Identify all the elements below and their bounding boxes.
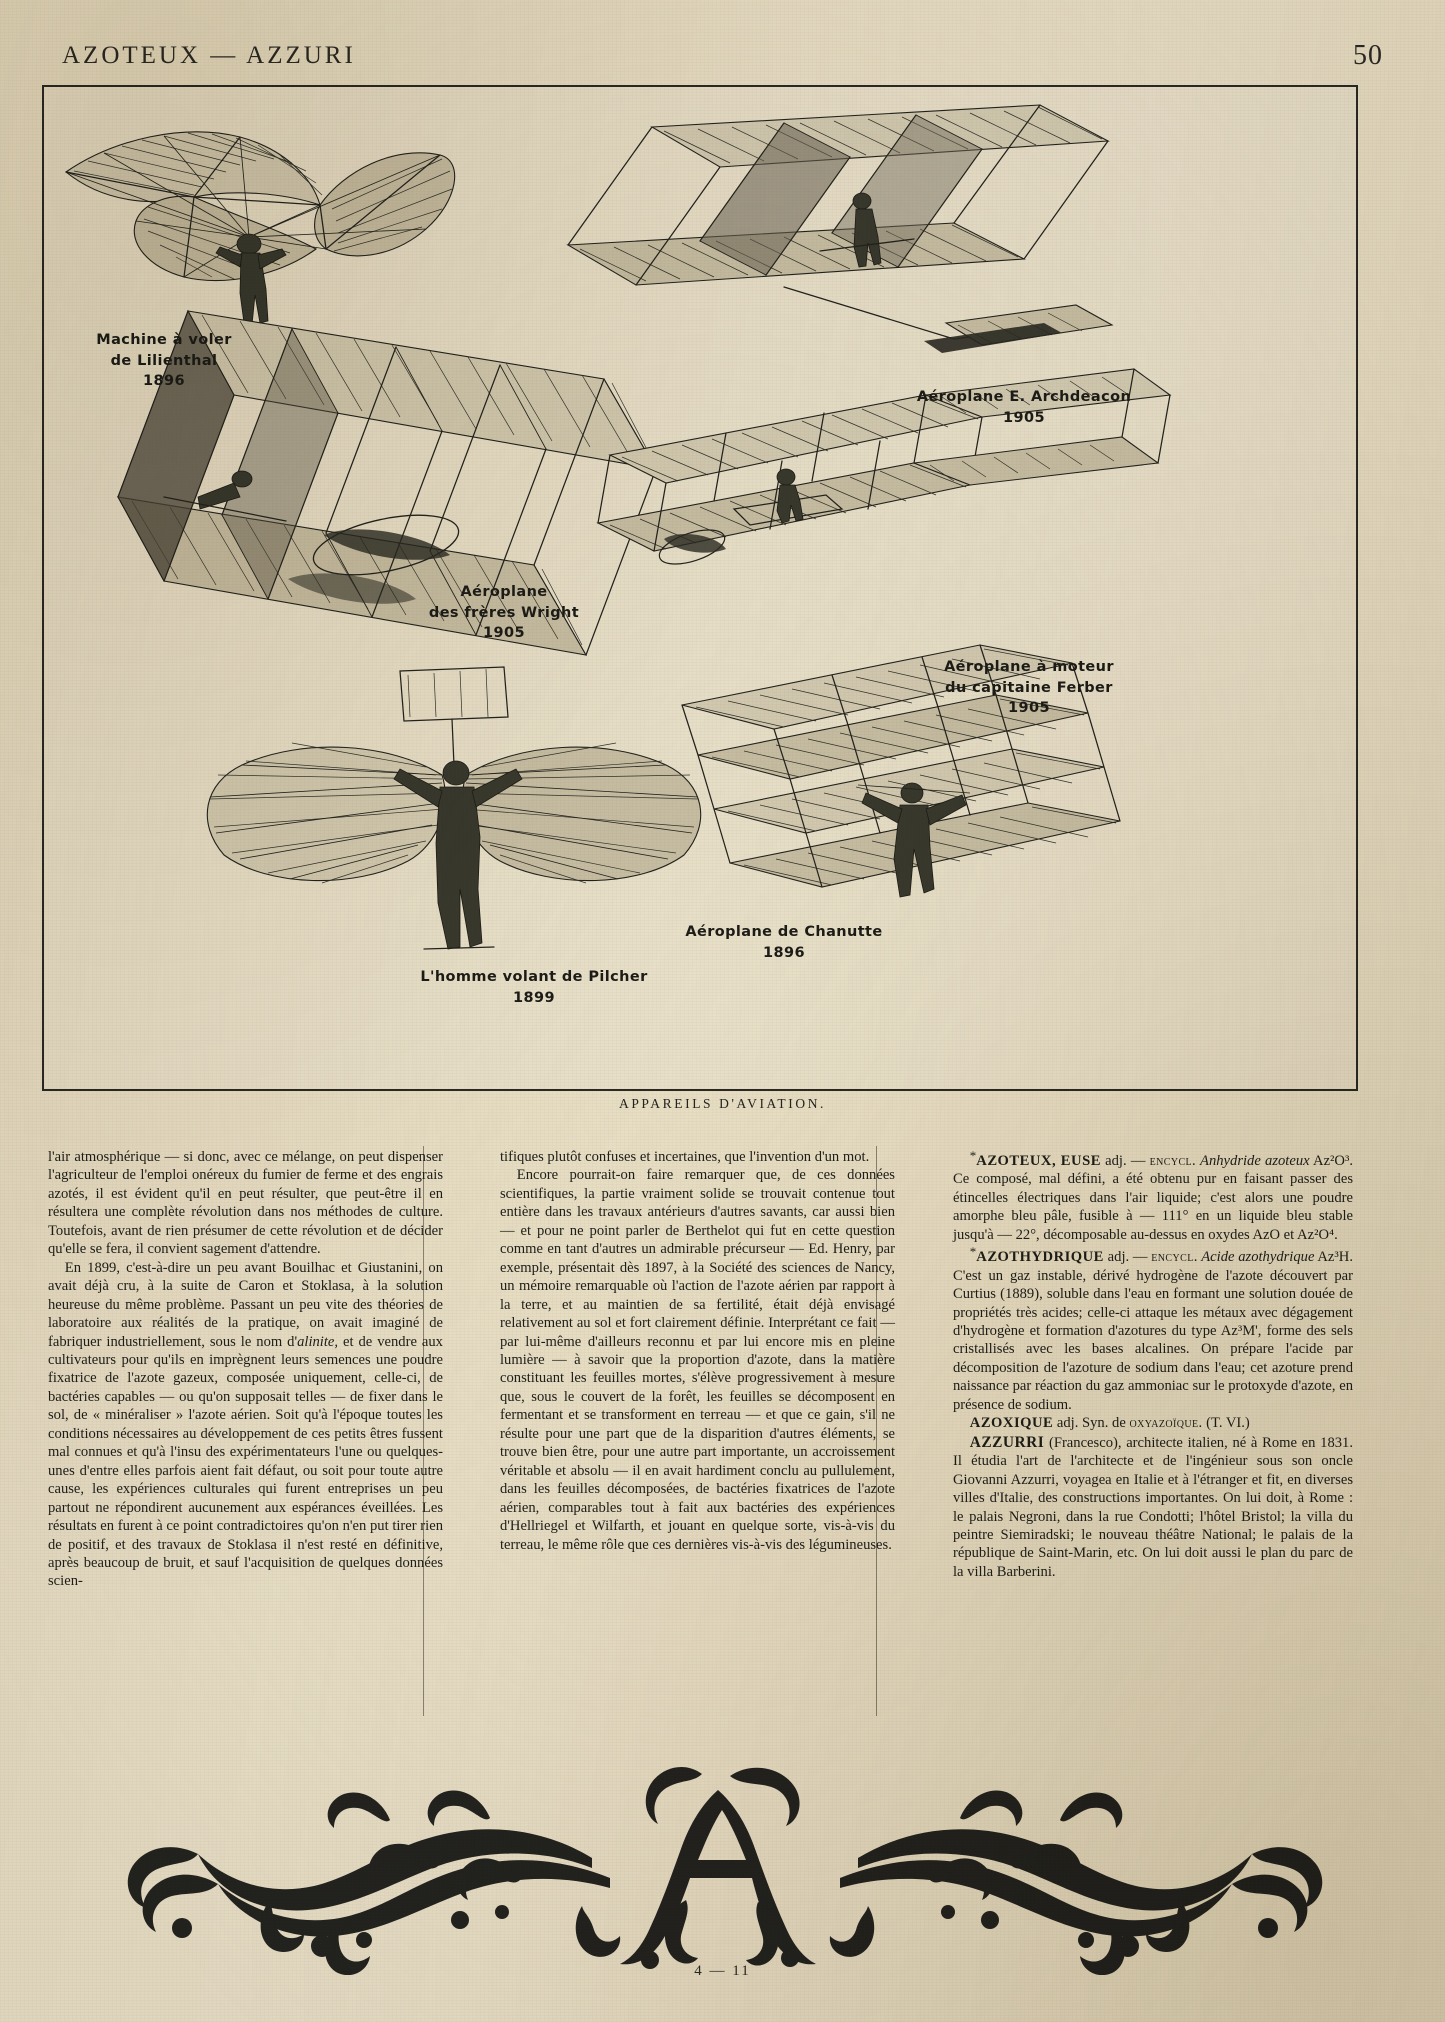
entry-star: * <box>969 1148 977 1163</box>
column-1: l'air atmosphérique — si donc, avec ce m… <box>48 1148 443 1591</box>
column-3: *AZOTEUX, EUSE adj. — Encycl. Anhydride … <box>953 1148 1353 1581</box>
plate-title: APPAREILS D'AVIATION. <box>618 1096 827 1111</box>
entry-azzurri: Azzurri (Francesco), architecte italien,… <box>953 1433 1353 1582</box>
caption-lilienthal: Machine à voler de Lilienthal 1896 <box>96 332 232 390</box>
entry-body: Az²O³. Ce composé, mal défini, a été obt… <box>953 1152 1353 1243</box>
entry-italic-term: Acide azothydrique <box>1197 1249 1315 1266</box>
caption-chanutte: Aéroplane de Chanutte 1896 <box>685 924 883 961</box>
text-body: l'air atmosphérique — si donc, avec ce m… <box>48 1148 1398 1748</box>
entry-azoxique: AZOXIQUE adj. Syn. de oxyazoïque. (T. VI… <box>953 1414 1353 1432</box>
entry-body: Az³H. C'est un gaz instable, dérivé hydr… <box>953 1249 1353 1413</box>
entry-azothydrique: *AZOTHYDRIQUE adj. — Encycl. Acide azoth… <box>953 1244 1353 1414</box>
entry-body: (T. VI.) <box>1202 1415 1250 1432</box>
entry-star: * <box>969 1244 977 1260</box>
entry-italic-term: Anhydride azoteux <box>1196 1152 1310 1169</box>
entry-pos: adj. Syn. de <box>1053 1415 1130 1432</box>
column-rule-right <box>876 1146 877 1716</box>
paragraph: l'air atmosphérique — si donc, avec ce m… <box>48 1149 443 1258</box>
caption-wright: Aéroplane des frères Wright 1905 <box>428 584 580 642</box>
entry-label: oxyazoïque. <box>1129 1415 1203 1432</box>
paragraph: tifiques plutôt confuses et incertaines,… <box>500 1149 870 1165</box>
page-number: 50 <box>1353 40 1383 71</box>
running-head: AZOTEUX — AZZURI 50 <box>62 40 1383 76</box>
figure-chanutte <box>681 644 1121 898</box>
caption-archdeacon: Aéroplane E. Archdeacon 1905 <box>916 389 1132 426</box>
paragraph-part-a: En 1899, c'est-à-dire un peu avant Bouil… <box>48 1259 443 1350</box>
running-head-title: AZOTEUX — AZZURI <box>62 42 356 69</box>
entry-label: Encycl. <box>1149 1152 1197 1169</box>
paragraph-part-b: et de vendre aux cultivateurs pour qu'il… <box>48 1333 443 1590</box>
column-2: tifiques plutôt confuses et incertaines,… <box>500 1148 895 1554</box>
caption-pilcher: L'homme volant de Pilcher 1899 <box>420 969 648 1006</box>
tailpiece-ornament <box>127 1767 1323 1975</box>
figure-archdeacon <box>566 104 1114 353</box>
entry-headword: Azzurri <box>969 1433 1045 1451</box>
figure-ferber <box>596 368 1172 565</box>
entry-body: Il étudia l'art de l'architecte et de l'… <box>953 1453 1353 1580</box>
entry-pos: (Francesco), architecte italien, né à Ro… <box>1044 1434 1353 1451</box>
paragraph: En 1899, c'est-à-dire un peu avant Bouil… <box>48 1259 443 1591</box>
entry-headword: AZOXIQUE <box>969 1415 1054 1432</box>
entry-label: Encycl. <box>1151 1249 1198 1266</box>
figure-wright <box>116 309 658 656</box>
caption-ferber: Aéroplane à moteur du capitaine Ferber 1… <box>944 659 1114 717</box>
signature-mark: 4 — 11 <box>694 1963 751 1979</box>
figure-pilcher <box>206 666 702 950</box>
entry-azoteux: *AZOTEUX, EUSE adj. — Encycl. Anhydride … <box>953 1148 1353 1244</box>
column-rule-left <box>423 1146 424 1716</box>
figure-lilienthal <box>65 131 456 326</box>
paragraph: Encore pourrait-on faire remarquer que, … <box>500 1167 895 1553</box>
italic-term-alinite: alinite, <box>297 1333 339 1350</box>
entry-pos: adj. — <box>1100 1152 1150 1169</box>
entry-headword: AZOTHYDRIQUE <box>976 1249 1104 1266</box>
illustration-plate: Machine à voler de Lilienthal 1896 <box>42 85 1358 1091</box>
entry-headword: AZOTEUX, EUSE <box>976 1152 1101 1169</box>
entry-pos: adj. — <box>1103 1249 1152 1266</box>
